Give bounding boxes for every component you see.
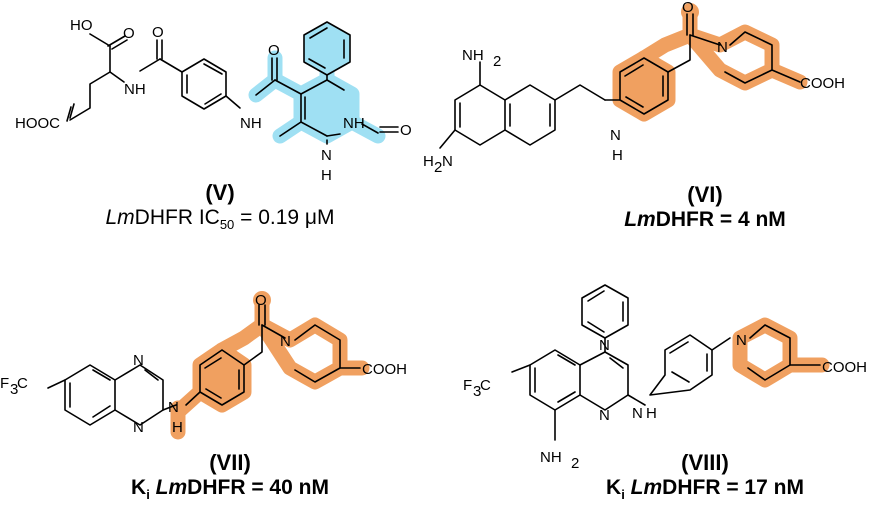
ki-label: K <box>606 476 622 499</box>
activity-value: LmDHFR = 4 nM <box>560 208 850 232</box>
value-text: = 40 nM <box>245 476 329 499</box>
atom-f3-sub-viii: 3 <box>473 383 481 400</box>
compound-id: (VII) <box>209 450 251 475</box>
atom-n-pip-vi: N <box>717 39 728 56</box>
compound-vi-structure: NH 2 H 2 N O N COOH N H <box>423 0 845 176</box>
atom-n-ring2: N <box>321 147 332 164</box>
organism-abbr: Lm <box>155 476 188 499</box>
highlight-piperidine-carbonyl-vi <box>612 3 808 122</box>
atom-nh2-sub-viii: 2 <box>571 455 579 472</box>
ki-subscript: i <box>621 487 625 503</box>
ic-subscript: 50 <box>219 217 235 233</box>
atom-h2n-sub-vi: 2 <box>434 159 442 176</box>
atom-h-amine-vii: H <box>172 419 183 436</box>
compound-viii-structure: F 3 C N N N H NH 2 N COOH <box>463 284 867 472</box>
atom-f3c-viii: F <box>463 377 472 394</box>
atom-c-vii: C <box>17 375 28 392</box>
atom-nh2-viii: NH <box>540 449 562 466</box>
atom-cooh-vi: COOH <box>800 75 845 92</box>
compound-id: (VI) <box>687 182 723 207</box>
atom-nh-1: NH <box>124 81 146 98</box>
atom-nh2-sub-vi: 2 <box>493 53 501 70</box>
activity-value: LmDHFR IC50 = 0.19 μM <box>60 206 380 232</box>
organism-abbr: Lm <box>630 476 663 499</box>
enzyme-label: DHFR IC <box>134 206 220 229</box>
atom-h-ring2: H <box>321 167 332 184</box>
value-text: = 4 nM <box>714 208 786 231</box>
atom-n1-vii: N <box>133 352 144 369</box>
atom-o-urea: O <box>400 122 412 139</box>
atom-nh2-vi: NH <box>462 47 484 64</box>
value-text: = 17 nM <box>720 476 804 499</box>
atom-cooh-viii: COOH <box>822 359 867 376</box>
atom-h-amine-viii: H <box>646 405 657 422</box>
ki-subscript: i <box>146 487 150 503</box>
atom-n-amine-vi: N <box>610 127 621 144</box>
atom-n-amine-viii: N <box>632 405 643 422</box>
atom-ho: HO <box>70 17 93 34</box>
atom-cooh-vii: COOH <box>362 361 407 378</box>
atom-n1-viii: N <box>599 337 610 354</box>
atom-o-amide2: O <box>268 42 280 59</box>
atom-n2-vii: N <box>133 419 144 436</box>
activity-value: Ki LmDHFR = 17 nM <box>555 476 855 502</box>
caption-compound-vii: (VII) Ki LmDHFR = 40 nM <box>80 450 380 502</box>
organism-abbr: Lm <box>624 208 656 231</box>
atom-h-amine-vi: H <box>612 147 623 164</box>
atom-n2-viii: N <box>599 407 610 424</box>
atom-n-pip-vii: N <box>280 333 291 350</box>
compound-id: (VIII) <box>681 450 729 475</box>
activity-value: Ki LmDHFR = 40 nM <box>80 476 380 502</box>
atom-o-vi: O <box>682 0 694 16</box>
atom-o-acid: O <box>123 25 135 42</box>
atom-f3-sub-vii: 3 <box>10 381 18 398</box>
caption-compound-viii: (VIII) Ki LmDHFR = 17 nM <box>555 450 855 502</box>
compound-vii-structure: F 3 C N N N H O N COOH <box>0 291 407 440</box>
compound-id: (V) <box>205 180 235 205</box>
compound-v-structure: HO O O NH HOOC NH O NH O N H <box>15 17 412 184</box>
enzyme-label: DHFR <box>655 208 715 231</box>
ki-label: K <box>131 476 147 499</box>
atom-hooc: HOOC <box>15 115 60 132</box>
atom-n-pip-viii: N <box>736 332 747 349</box>
enzyme-label: DHFR <box>187 476 246 499</box>
atom-nh-ring1: NH <box>343 115 365 132</box>
atom-h2n-n-vi: N <box>442 153 453 170</box>
atom-n-amine-vii: N <box>168 399 179 416</box>
atom-o-vii: O <box>255 292 267 309</box>
enzyme-label: DHFR <box>662 476 721 499</box>
caption-compound-v: (V) LmDHFR IC50 = 0.19 μM <box>60 180 380 232</box>
atom-nh-2: NH <box>240 115 262 132</box>
value-text: = 0.19 μM <box>234 206 335 229</box>
atom-o-amide1: O <box>152 24 164 41</box>
atom-h2n-vi: H <box>423 153 434 170</box>
caption-compound-vi: (VI) LmDHFR = 4 nM <box>560 182 850 232</box>
organism-abbr: Lm <box>105 206 135 229</box>
atom-f3c-vii: F <box>0 375 9 392</box>
atom-c-viii: C <box>480 377 491 394</box>
